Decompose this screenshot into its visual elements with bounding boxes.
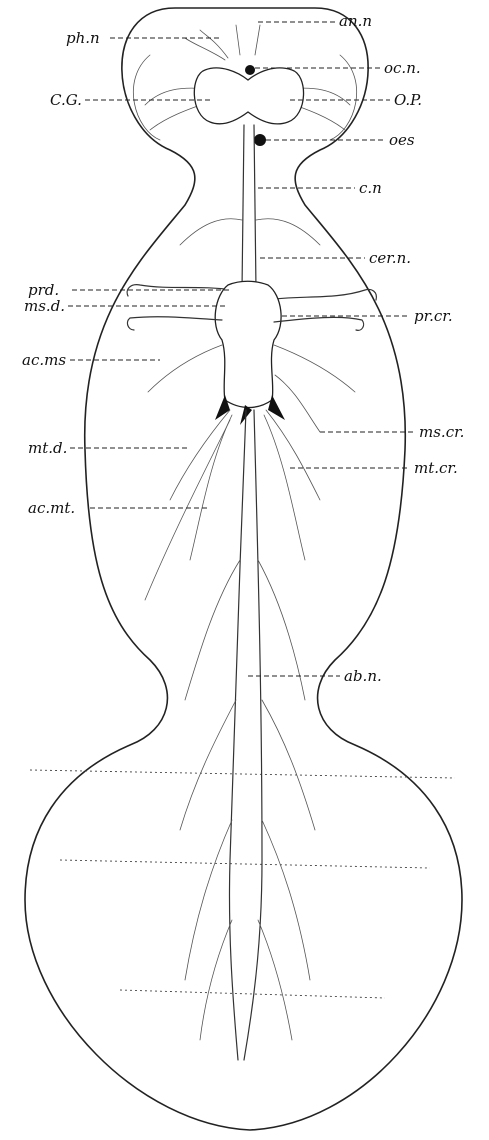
prothoracic-crural-nerve (266, 289, 376, 300)
label-oes: oes (389, 131, 415, 149)
metathoracic-crural-nerve (264, 410, 320, 560)
label-ms-cr: ms.cr. (419, 423, 464, 441)
label-cg: C.G. (50, 91, 82, 109)
segment-line-2 (60, 860, 430, 868)
label-pr-cr: pr.cr. (414, 307, 453, 325)
label-c-n: c.n (359, 179, 382, 197)
ocellar-center (245, 65, 255, 75)
mesothoracic-dorsal-nerve (127, 317, 222, 330)
oesophageal-node (254, 134, 266, 146)
label-mt-d: mt.d. (28, 439, 67, 457)
abdominal-branches (180, 560, 315, 1040)
abdominal-nerve-cord (229, 410, 262, 1060)
thoracic-ganglion (215, 281, 281, 407)
label-ab-n: ab.n. (344, 667, 382, 685)
label-mt-cr: mt.cr. (414, 459, 458, 477)
label-ac-ms: ac.ms (22, 351, 66, 369)
pharyngeal-nerve (185, 38, 225, 60)
accessory-metathoracic-nerve (145, 420, 230, 600)
connective-nerve (242, 125, 256, 290)
label-cer-n: cer.n. (369, 249, 411, 267)
cervical-nerve (180, 219, 320, 245)
segment-line-3 (120, 990, 385, 998)
cerebral-ganglion (194, 68, 303, 124)
metathoracic-dorsal-nerve (170, 410, 232, 560)
label-an-n: an.n (339, 12, 372, 30)
mesothoracic-crural-nerve (275, 375, 320, 432)
label-ac-mt: ac.mt. (28, 499, 75, 517)
label-oc-n: oc.n. (384, 59, 421, 77)
segment-line-1 (30, 770, 455, 778)
label-ms-d: ms.d. (24, 297, 65, 315)
mesothoracic-right-nerve (274, 317, 364, 330)
label-op: O.P. (394, 91, 422, 109)
antennal-nerves (200, 25, 260, 58)
label-ph-n: ph.n (66, 29, 100, 47)
